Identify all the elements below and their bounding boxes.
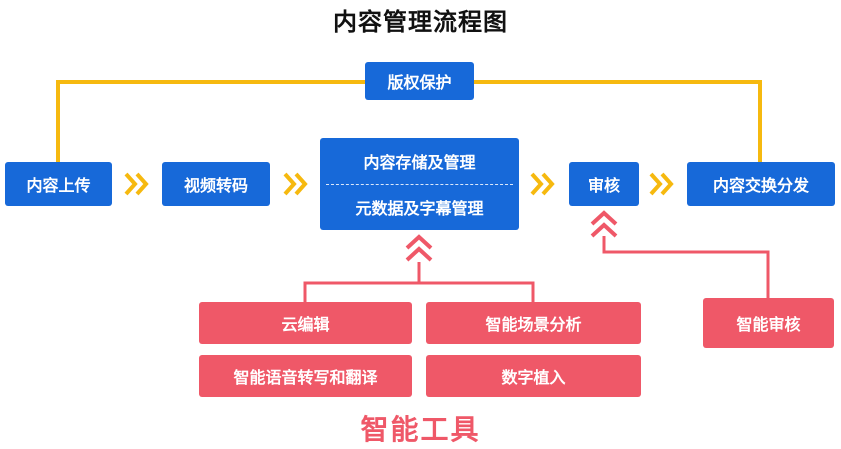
copyright-connector-line <box>56 80 365 162</box>
cloud-editing-box: 云编辑 <box>199 302 412 344</box>
double-chevron-up-icon <box>590 210 618 238</box>
video-transcode-box: 视频转码 <box>162 162 270 206</box>
double-chevron-right-icon <box>124 172 149 196</box>
smart-review-line <box>602 236 770 298</box>
smart-review-box: 智能审核 <box>703 298 834 348</box>
dashed-divider <box>326 184 513 185</box>
double-chevron-up-icon <box>405 234 433 262</box>
diagram-title: 内容管理流程图 <box>333 8 508 36</box>
scene-analysis-box: 智能场景分析 <box>426 302 641 344</box>
double-chevron-right-icon <box>649 172 674 196</box>
content-exchange-box: 内容交换分发 <box>687 162 835 206</box>
tools-to-metadata-line <box>303 281 535 302</box>
copyright-protection-box: 版权保护 <box>365 62 474 100</box>
double-chevron-right-icon <box>283 172 308 196</box>
metadata-subtitle-label: 元数据及字幕管理 <box>355 199 484 218</box>
copyright-connector-line-right <box>474 80 762 162</box>
storage-metadata-box: 内容存储及管理 元数据及字幕管理 <box>320 138 519 230</box>
digital-insertion-box: 数字植入 <box>426 355 641 397</box>
content-upload-box: 内容上传 <box>5 162 112 206</box>
review-box: 审核 <box>569 162 639 206</box>
smart-tools-label: 智能工具 <box>360 413 481 446</box>
speech-translation-box: 智能语音转写和翻译 <box>199 355 412 397</box>
content-storage-label: 内容存储及管理 <box>363 153 476 172</box>
double-chevron-right-icon <box>530 172 555 196</box>
